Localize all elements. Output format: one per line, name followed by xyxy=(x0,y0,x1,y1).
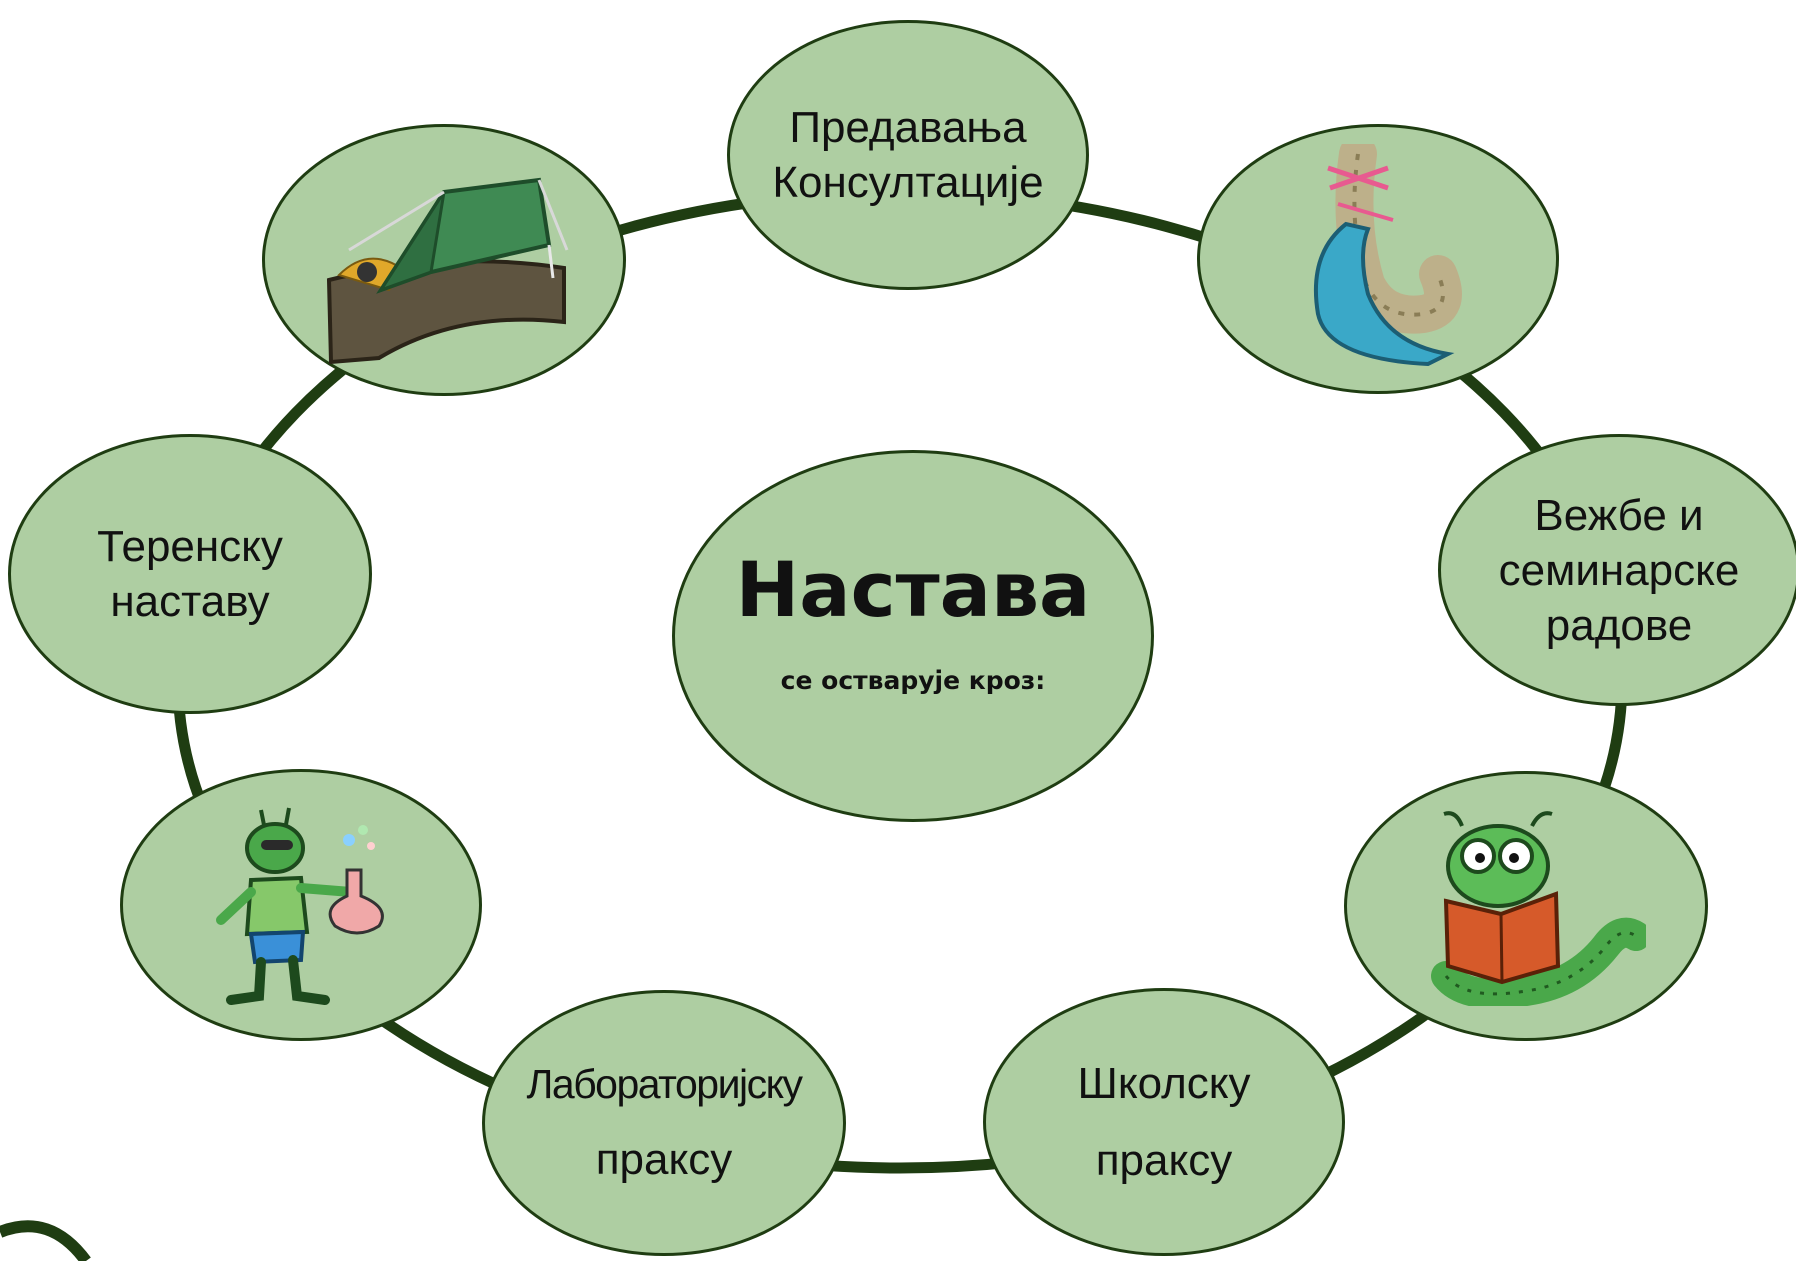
node-lab-line2: праксу xyxy=(595,1135,733,1185)
node-lectures-line2: Консултације xyxy=(772,158,1044,207)
node-lectures-line1: Предавања xyxy=(789,103,1027,152)
tent-icon xyxy=(326,177,569,365)
node-school-practice: Школску праксу xyxy=(983,988,1345,1256)
node-lab-line1: Лабораторијску xyxy=(526,1060,803,1107)
node-tent-picture xyxy=(262,124,626,396)
node-school-line1: Школску xyxy=(1077,1059,1251,1108)
node-lab-practice: Лабораторијску праксу xyxy=(482,990,846,1256)
node-field-line2: наставу xyxy=(110,577,270,626)
center-node: Настава се остварује кроз: xyxy=(672,450,1154,822)
node-bookworm-picture xyxy=(1344,771,1708,1041)
node-scientist-picture xyxy=(120,769,482,1041)
bookworm-icon xyxy=(1431,811,1646,1006)
corner-arc xyxy=(0,1220,91,1261)
node-exercises-line2: семинарске xyxy=(1498,545,1740,595)
node-caterpillar-picture xyxy=(1197,124,1559,394)
node-field-teaching: Теренску наставу xyxy=(8,434,372,714)
center-title: Настава xyxy=(735,544,1091,634)
caterpillar-icon xyxy=(1313,144,1462,367)
node-exercises: Вежбе и семинарске радове xyxy=(1438,434,1796,706)
node-field-line1: Теренску xyxy=(97,522,283,571)
center-subtitle: се остварује кроз: xyxy=(780,665,1046,695)
node-exercises-line1: Вежбе и xyxy=(1534,490,1704,540)
scientist-icon xyxy=(216,807,384,1005)
node-lectures: Предавања Консултације xyxy=(727,20,1089,290)
node-exercises-line3: радове xyxy=(1545,600,1693,650)
node-school-line2: праксу xyxy=(1095,1136,1233,1185)
